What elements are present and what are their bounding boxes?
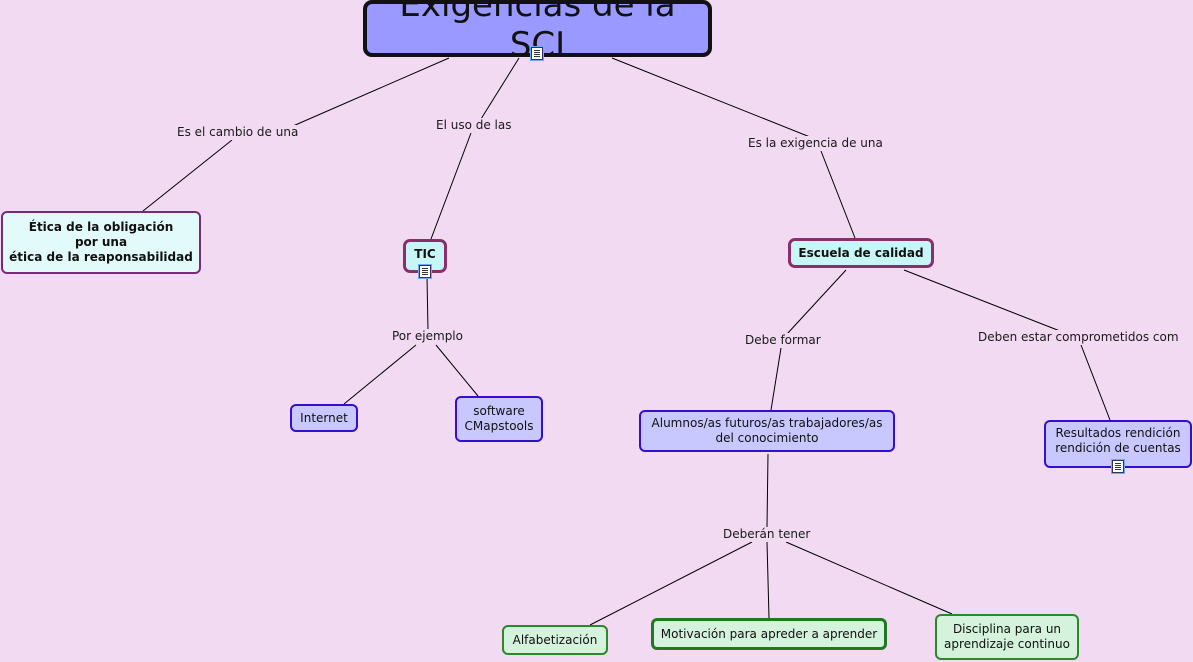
concept-etica-line: por una bbox=[74, 235, 128, 249]
connector-line bbox=[820, 150, 856, 239]
concept-resultados-line: Resultados rendición bbox=[1055, 426, 1181, 440]
concept-escuela-calidad[interactable]: Escuela de calidad bbox=[788, 238, 934, 268]
connector-line bbox=[611, 57, 811, 138]
concept-disciplina-line: Disciplina para un bbox=[952, 622, 1062, 636]
connector-line bbox=[903, 269, 1061, 332]
connector-line bbox=[426, 276, 429, 331]
link-label-exigencia: Es la exigencia de una bbox=[746, 136, 885, 151]
connector-line bbox=[589, 541, 753, 626]
connector-line bbox=[430, 132, 472, 240]
concept-etica[interactable]: Ética de la obligación por una ética de … bbox=[1, 211, 201, 274]
document-icon[interactable] bbox=[419, 265, 431, 278]
concept-internet-label: Internet bbox=[300, 410, 348, 425]
connector-line bbox=[343, 344, 417, 405]
connector-line bbox=[770, 347, 782, 411]
concept-software-line: CMapstools bbox=[464, 419, 534, 433]
link-label-formar: Debe formar bbox=[743, 333, 823, 348]
concept-alumnos[interactable]: Alumnos/as futuros/as trabajadores/as de… bbox=[639, 410, 895, 452]
document-icon[interactable] bbox=[531, 47, 543, 60]
concept-escuela-calidad-label: Escuela de calidad bbox=[798, 245, 924, 260]
connector-line bbox=[480, 57, 520, 120]
concept-software[interactable]: software CMapstools bbox=[455, 396, 543, 442]
document-icon[interactable] bbox=[1112, 460, 1124, 473]
concept-disciplina-line: aprendizaje continuo bbox=[944, 637, 1070, 651]
concept-alumnos-line: Alumnos/as futuros/as trabajadores/as bbox=[651, 416, 883, 430]
concept-alumnos-line: del conocimiento bbox=[715, 431, 819, 445]
concept-motivacion[interactable]: Motivación para apreder a aprender bbox=[651, 618, 887, 650]
link-label-tener: Deberán tener bbox=[721, 527, 813, 542]
concept-tic-label: TIC bbox=[414, 246, 436, 261]
concept-disciplina[interactable]: Disciplina para un aprendizaje continuo bbox=[935, 614, 1079, 660]
connector-line bbox=[292, 57, 450, 127]
connector-line bbox=[766, 453, 769, 528]
connector-line bbox=[1080, 344, 1111, 421]
concept-motivacion-label: Motivación para apreder a aprender bbox=[660, 626, 878, 641]
link-label-ejemplo: Por ejemplo bbox=[390, 329, 465, 344]
connector-line bbox=[142, 139, 233, 212]
concept-software-line: software bbox=[473, 404, 525, 418]
connector-line bbox=[786, 269, 847, 335]
link-label-comprometidos: Deben estar comprometidos com bbox=[976, 330, 1181, 345]
concept-resultados[interactable]: Resultados rendición rendición de cuenta… bbox=[1044, 420, 1192, 468]
connector-line bbox=[785, 541, 953, 615]
link-label-cambio: Es el cambio de una bbox=[175, 125, 301, 140]
concept-resultados-line: rendición de cuentas bbox=[1055, 441, 1181, 455]
link-label-uso: El uso de las bbox=[434, 118, 514, 133]
concept-etica-line: Ética de la obligación bbox=[28, 220, 174, 234]
connector-line bbox=[435, 344, 479, 397]
concept-alfabetizacion-label: Alfabetización bbox=[512, 632, 598, 647]
connector-line bbox=[766, 541, 770, 619]
concept-alfabetizacion[interactable]: Alfabetización bbox=[502, 625, 608, 655]
concept-internet[interactable]: Internet bbox=[290, 404, 358, 432]
concept-etica-line: ética de la reaponsabilidad bbox=[9, 250, 193, 264]
